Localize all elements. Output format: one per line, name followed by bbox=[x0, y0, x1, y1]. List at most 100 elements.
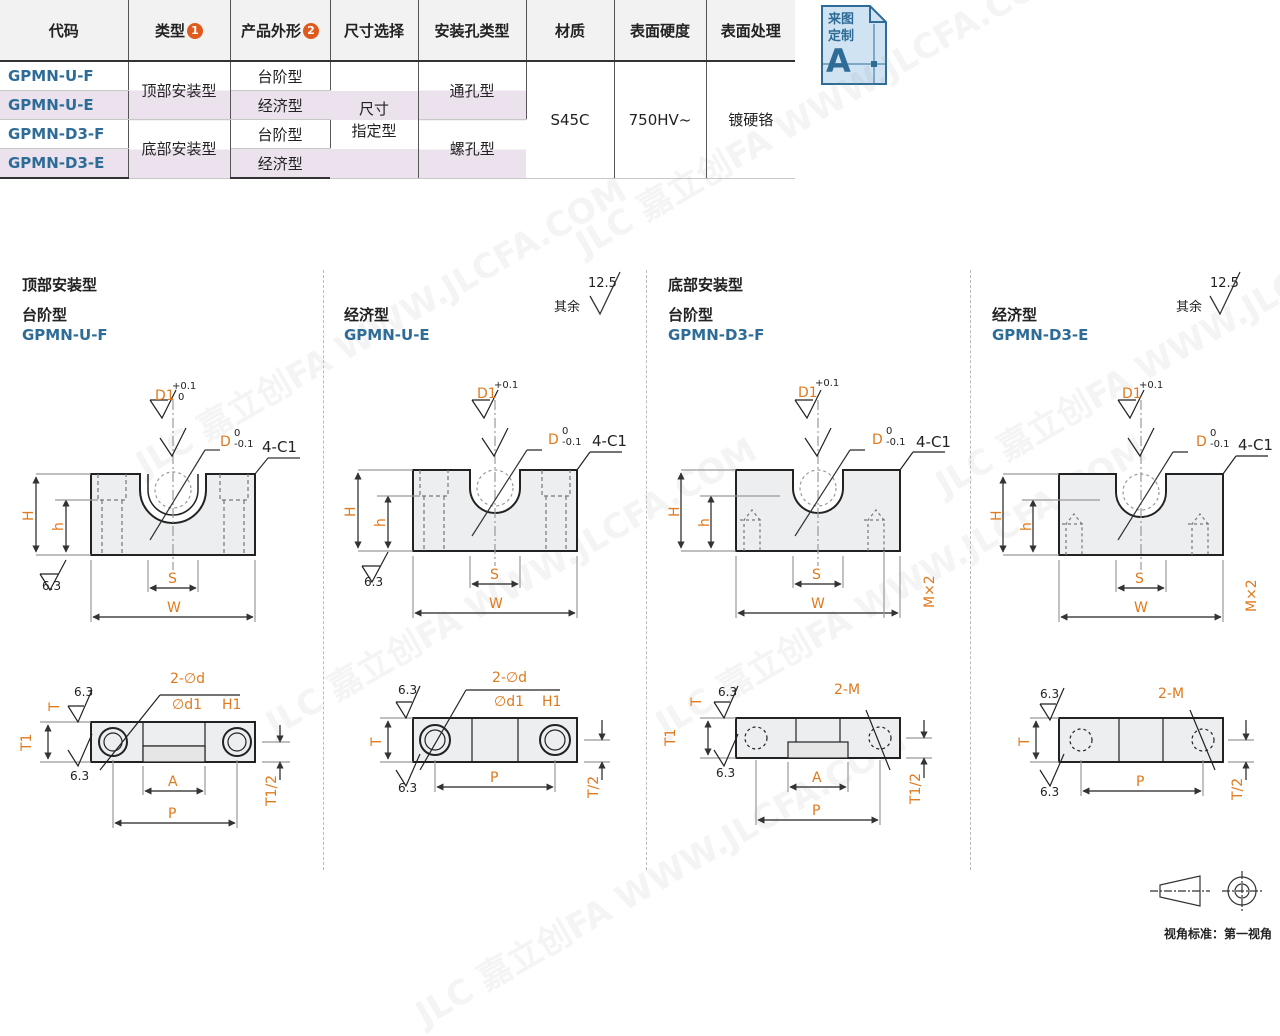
dim-T1-2: T1/2 bbox=[908, 773, 924, 805]
dim-chamfer: 4-C1 bbox=[1238, 436, 1273, 454]
dim-M: 2-M bbox=[1158, 686, 1184, 702]
dim-H: H bbox=[21, 510, 37, 521]
hole-cell: 通孔型 bbox=[418, 61, 527, 120]
section-step-1: 台阶型 bbox=[22, 306, 68, 324]
dim-P: P bbox=[1136, 774, 1144, 790]
dim-Mx2: M×2 bbox=[922, 575, 938, 608]
custom-drawing-badge[interactable]: 来图 定制 A bbox=[820, 4, 888, 86]
dim-finish: 6.3 bbox=[70, 769, 89, 783]
dim-S: S bbox=[168, 571, 177, 587]
dim-T1-2: T1/2 bbox=[264, 775, 280, 807]
dim-D: D bbox=[872, 432, 883, 448]
dim-D: D bbox=[548, 432, 559, 448]
badge-2: 2 bbox=[303, 22, 319, 39]
dim-D-tol-up: 0 bbox=[234, 428, 240, 439]
front-view-1 bbox=[32, 389, 300, 622]
dim-D1-tol-up: +0.1 bbox=[172, 381, 196, 392]
dim-T-2: T/2 bbox=[586, 776, 602, 799]
treatment-cell: 镀硬铬 bbox=[706, 61, 795, 179]
dim-W: W bbox=[167, 600, 181, 616]
header-hole: 安装孔类型 bbox=[418, 0, 527, 62]
first-angle-projection-icon bbox=[1150, 871, 1262, 911]
code-cell[interactable]: GPMN-U-F bbox=[0, 61, 129, 91]
dim-H: H bbox=[989, 510, 1005, 521]
dim-finish: 6.3 bbox=[74, 685, 93, 699]
dim-D1: D1 bbox=[477, 386, 497, 402]
dim-H1: H1 bbox=[542, 694, 561, 710]
divider bbox=[970, 270, 971, 870]
model-label: GPMN-U-F bbox=[22, 326, 108, 344]
dim-W: W bbox=[811, 596, 825, 612]
badge-line1: 来图 bbox=[828, 12, 855, 27]
dim-D1-tol-up: +0.1 bbox=[815, 378, 839, 389]
section-economy-1: 经济型 bbox=[344, 306, 390, 324]
model-label: GPMN-U-E bbox=[344, 326, 430, 344]
code-cell[interactable]: GPMN-U-E bbox=[0, 90, 129, 120]
dim-H: H bbox=[667, 506, 683, 517]
top-view-3 bbox=[700, 685, 932, 825]
shape-cell: 台阶型 bbox=[230, 119, 331, 149]
dim-D: D bbox=[220, 434, 231, 450]
dim-H: H bbox=[343, 506, 359, 517]
header-treatment: 表面处理 bbox=[706, 0, 795, 62]
dim-W: W bbox=[1134, 600, 1148, 616]
hardness-cell: 750HV~ bbox=[614, 61, 707, 179]
dim-chamfer: 4-C1 bbox=[916, 433, 951, 451]
dim-T-2: T/2 bbox=[1230, 778, 1246, 801]
dim-D-tol-low: -0.1 bbox=[234, 439, 254, 450]
shape-cell: 台阶型 bbox=[230, 61, 331, 91]
dim-d: 2-∅d bbox=[492, 670, 527, 686]
dim-h: h bbox=[697, 518, 713, 527]
dim-W: W bbox=[489, 596, 503, 612]
section-step-2: 台阶型 bbox=[668, 306, 714, 324]
dim-D1-tol-low: 0 bbox=[178, 392, 184, 403]
dim-P: P bbox=[490, 770, 498, 786]
code-cell[interactable]: GPMN-D3-F bbox=[0, 119, 129, 149]
dim-A: A bbox=[812, 770, 822, 786]
dim-D1: D1 bbox=[798, 385, 818, 401]
header-hardness: 表面硬度 bbox=[614, 0, 707, 62]
document-icon bbox=[821, 5, 887, 85]
code-cell[interactable]: GPMN-D3-E bbox=[0, 148, 129, 179]
dim-D-tol-low: -0.1 bbox=[562, 437, 582, 448]
dim-chamfer: 4-C1 bbox=[262, 438, 297, 456]
dim-Mx2: M×2 bbox=[1244, 579, 1260, 612]
top-view-2 bbox=[380, 685, 610, 792]
section-top-mount: 顶部安装型 bbox=[22, 276, 98, 294]
dim-D-tol-low: -0.1 bbox=[1210, 439, 1230, 450]
dim-D-tol-up: 0 bbox=[886, 426, 892, 437]
technical-drawing: D1 +0.1 0 D 0 -0.1 4-C1 H h S W 6.3 2-∅d… bbox=[19, 271, 1273, 911]
header-material: 材质 bbox=[526, 0, 615, 62]
dim-D1-tol-up: +0.1 bbox=[1139, 380, 1163, 391]
type-cell: 底部安装型 bbox=[128, 119, 231, 179]
dim-D-tol-up: 0 bbox=[1210, 428, 1216, 439]
badge-line2: 定制 bbox=[828, 29, 855, 44]
dim-d1: ∅d1 bbox=[494, 694, 524, 710]
view-standard-label: 视角标准：第一视角 bbox=[1163, 927, 1272, 941]
dim-D-tol-low: -0.1 bbox=[886, 437, 906, 448]
dim-finish: 6.3 bbox=[718, 685, 737, 699]
dim-finish: 6.3 bbox=[1040, 687, 1059, 701]
size-cell: 尺寸 指定型 bbox=[330, 61, 419, 179]
top-view-1 bbox=[40, 689, 290, 828]
dim-d: 2-∅d bbox=[170, 671, 205, 687]
hole-cell: 螺孔型 bbox=[418, 119, 526, 179]
table-row: GPMN-D3-F 底部安装型 台阶型 螺孔型 bbox=[0, 119, 795, 179]
roughness-rest-label: 其余 bbox=[1176, 300, 1203, 315]
dim-D1-tol-up: +0.1 bbox=[494, 380, 518, 391]
table-row: GPMN-U-F 顶部安装型 台阶型 尺寸 指定型 通孔型 S45C 750HV… bbox=[0, 61, 795, 179]
front-view-3 bbox=[677, 389, 945, 618]
dim-T: T bbox=[369, 737, 385, 747]
dim-D1: D1 bbox=[1122, 386, 1142, 402]
roughness-rest-label: 其余 bbox=[554, 300, 581, 315]
dim-chamfer: 4-C1 bbox=[592, 432, 627, 450]
badge-1: 1 bbox=[187, 22, 203, 39]
dim-A: A bbox=[168, 774, 178, 790]
dim-T: T bbox=[689, 697, 705, 707]
model-label: GPMN-D3-E bbox=[992, 326, 1089, 344]
roughness-value: 12.5 bbox=[588, 276, 617, 291]
model-label: GPMN-D3-F bbox=[668, 326, 765, 344]
roughness-symbol bbox=[589, 271, 621, 316]
